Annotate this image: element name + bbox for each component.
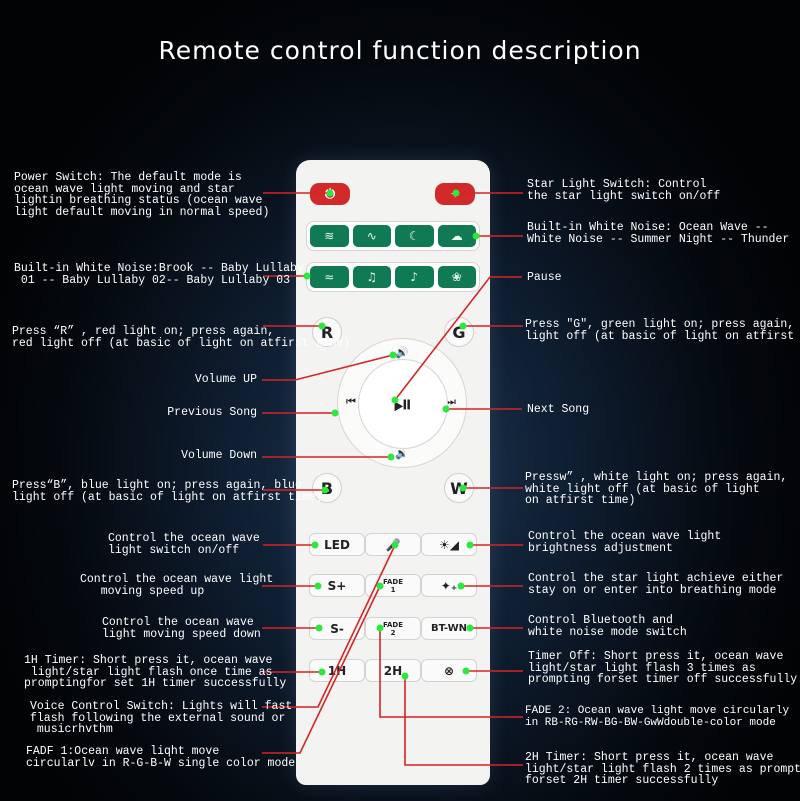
summer-night-button[interactable]: ☾ <box>395 225 434 247</box>
power-icon: ⏻ <box>324 186 336 202</box>
next-song-icon[interactable]: ⏭ <box>446 395 456 408</box>
label-speed-down: Control the ocean wave light moving spee… <box>102 616 261 641</box>
star-breathing-button[interactable]: ✦₊ <box>421 574 477 597</box>
voice-control-button[interactable]: 🎤 <box>365 533 421 556</box>
label-power-switch: Power Switch: The default mode is ocean … <box>14 171 270 219</box>
baby-lullaby-01-button[interactable]: ♪ <box>395 266 434 288</box>
green-button[interactable]: G <box>444 317 474 347</box>
label-timer-1h: 1H Timer: Short press it, ocean wave lig… <box>24 654 287 690</box>
label-led: Control the ocean wave light switch on/o… <box>108 532 260 557</box>
cloud-icon: ☁ <box>450 229 463 243</box>
timer-1h-button[interactable]: 1H <box>309 659 365 682</box>
brightness-button[interactable]: ☀◢ <box>421 533 477 556</box>
red-button[interactable]: R <box>312 317 342 347</box>
rattle-icon: ❀ <box>451 270 462 284</box>
white-noise-row-1: ≋ ∿ ☾ ☁ <box>306 221 480 251</box>
label-volume-down: Volume Down <box>181 449 257 462</box>
label-next-song: Next Song <box>527 403 590 416</box>
volume-down-icon[interactable]: 🔉 <box>395 447 409 460</box>
label-breathing: Control the star light achieve either st… <box>528 572 784 597</box>
label-brightness: Control the ocean wave light brightness … <box>528 530 722 555</box>
ocean-wave-button[interactable]: ≋ <box>310 225 349 247</box>
thunder-button[interactable]: ☁ <box>437 225 476 247</box>
label-fade-1: FADF 1:Ocean wave liqht move circularlv … <box>26 745 296 770</box>
control-ring: 🔊 ⏮ ⏭ 🔉 ⏯ <box>337 338 467 468</box>
baby-lullaby-03-button[interactable]: ❀ <box>437 266 476 288</box>
label-b: Press“B”, blue light on; press again, bl… <box>12 479 323 504</box>
volume-up-icon[interactable]: 🔊 <box>395 346 409 359</box>
label-r: Press “R” , red light on; press again, r… <box>12 325 351 350</box>
timer-off-icon: ⊗ <box>443 663 455 678</box>
ocean-wave-icon: ≋ <box>324 229 335 243</box>
baby-icon: ♪ <box>410 270 419 284</box>
star-icon: ✦ <box>449 187 461 201</box>
bt-wn-button[interactable]: BT-WN <box>421 617 477 640</box>
page-title: Remote control function description <box>158 36 642 65</box>
brook-button[interactable]: ≈ <box>310 266 349 288</box>
crib-icon: ♫ <box>366 270 378 284</box>
play-pause-button[interactable]: ⏯ <box>358 359 448 449</box>
moon-icon: ☾ <box>408 229 420 243</box>
white-noise-row-2: ≈ ♫ ♪ ❀ <box>306 262 480 292</box>
label-star-light: Star Light Switch: Control the star ligh… <box>527 178 721 203</box>
baby-lullaby-button[interactable]: ♫ <box>352 266 391 288</box>
power-button[interactable]: ⏻ <box>310 183 350 205</box>
label-bt-wn: Control Bluetooth and white noise mode s… <box>528 614 687 639</box>
label-w: Pressw” , white light on; press again, w… <box>525 471 788 507</box>
microphone-icon: 🎤 <box>385 537 401 552</box>
white-noise-button[interactable]: ∿ <box>352 225 391 247</box>
label-timer-2h: 2H Timer: Short press it, ocean wave lig… <box>525 751 800 787</box>
label-pause: Pause <box>527 271 562 284</box>
label-speed-up: Control the ocean wave light moving spee… <box>80 573 274 598</box>
brightness-icon: ☀◢ <box>439 537 459 552</box>
label-noise-1: Built-in White Noise: Ocean Wave -- Whit… <box>527 221 790 246</box>
star-breathing-icon: ✦₊ <box>440 578 458 593</box>
star-light-button[interactable]: ✦ <box>435 183 475 205</box>
label-volume-up: Volume UP <box>194 373 257 386</box>
label-previous-song: Previous Song <box>167 406 257 419</box>
label-g: Press "G", green light on; press again, … <box>525 318 795 343</box>
white-button[interactable]: W <box>444 473 474 503</box>
play-pause-icon: ⏯ <box>393 390 413 418</box>
remote-control: ⏻ ✦ ≋ ∿ ☾ ☁ ≈ ♫ ♪ ❀ R G 🔊 ⏮ ⏭ 🔉 ⏯ B W LE… <box>296 160 490 785</box>
label-noise-2: Built-in White Noise:Brook -- Baby Lulla… <box>14 262 304 287</box>
timer-off-button[interactable]: ⊗ <box>421 659 477 682</box>
timer-2h-button[interactable]: 2H <box>365 659 421 682</box>
brook-icon: ≈ <box>324 270 335 284</box>
pulse-icon: ∿ <box>366 229 377 243</box>
speed-down-button[interactable]: S- <box>309 617 365 640</box>
label-fade-2: FADE 2: Ocean wave light move circularly… <box>525 705 790 729</box>
previous-song-icon[interactable]: ⏮ <box>346 395 356 408</box>
label-voice: Voice Control Switch: Lights will fast f… <box>30 700 293 736</box>
led-button[interactable]: LED <box>309 533 365 556</box>
label-timer-off: Timer Off: Short press it, ocean wave li… <box>528 650 800 686</box>
speed-up-button[interactable]: S+ <box>309 574 365 597</box>
